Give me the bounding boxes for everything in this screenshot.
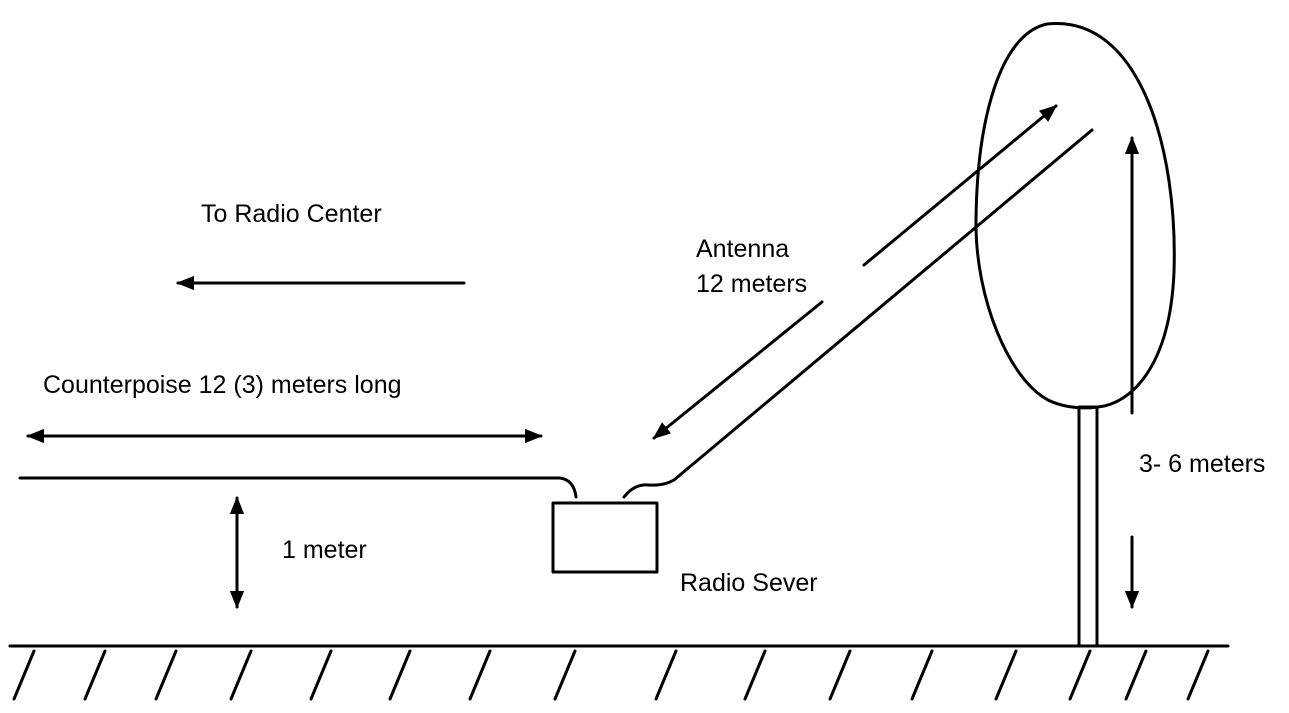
tree-trunk: [1077, 405, 1099, 648]
tree-height-label: 3- 6 meters: [1139, 450, 1265, 478]
tree: [974, 22, 1176, 648]
antenna-length-arrow-down: [652, 300, 824, 440]
one-meter-label: 1 meter: [282, 536, 367, 564]
antenna-label-line2: 12 meters: [696, 270, 807, 298]
ground: [8, 644, 1230, 701]
antenna-length-arrow-up: [862, 104, 1058, 267]
counterpoise-label: Counterpoise 12 (3) meters long: [43, 371, 402, 399]
ground-hatching: [12, 649, 1210, 701]
counterpoise-wire: [18, 476, 578, 499]
to-radio-center-label: To Radio Center: [201, 200, 382, 228]
antenna-wire: [622, 128, 1094, 499]
radio-sever-label: Radio Sever: [680, 569, 818, 597]
radio-box: [551, 501, 659, 574]
tree-crown: [974, 22, 1176, 410]
antenna-label-line1: Antenna: [696, 235, 789, 263]
